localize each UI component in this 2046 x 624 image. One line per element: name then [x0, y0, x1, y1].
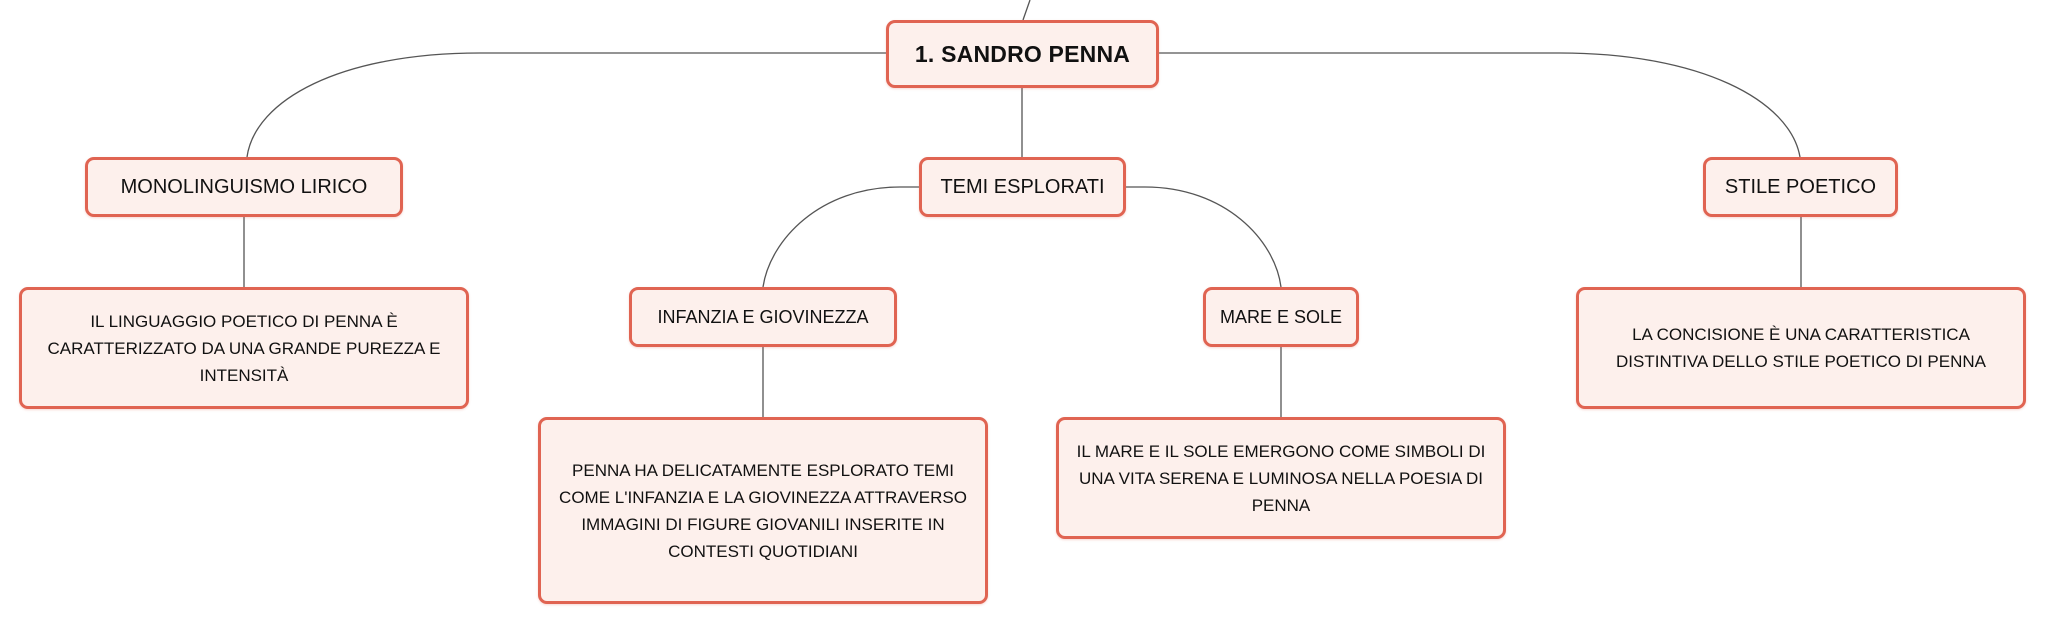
topic-monolinguismo-lirico[interactable]: MONOLINGUISMO LIRICO	[85, 157, 403, 217]
topic-label: STILE POETICO	[1724, 175, 1877, 198]
description-text: IL LINGUAGGIO POETICO DI PENNA È CARATTE…	[47, 311, 441, 385]
connector-root-parent	[1022, 0, 1031, 21]
topic-label: TEMI ESPLORATI	[940, 175, 1105, 198]
description-text: IL MARE E IL SOLE EMERGONO COME SIMBOLI …	[1076, 441, 1486, 515]
topic-stile-poetico[interactable]: STILE POETICO	[1703, 157, 1898, 217]
subtopic-infanzia-e-giovinezza[interactable]: INFANZIA E GIOVINEZZA	[629, 287, 897, 347]
description-monolinguismo[interactable]: IL LINGUAGGIO POETICO DI PENNA È CARATTE…	[19, 287, 469, 409]
connector-temi-to-infanzia	[762, 186, 921, 288]
subtopic-mare-e-sole[interactable]: MARE E SOLE	[1203, 287, 1359, 347]
root-node[interactable]: 1. SANDRO PENNA	[886, 20, 1159, 88]
description-stile-poetico[interactable]: LA CONCISIONE È UNA CARATTERISTICA DISTI…	[1576, 287, 2026, 409]
topic-temi-esplorati[interactable]: TEMI ESPLORATI	[919, 157, 1126, 217]
connector-root-to-monolinguismo	[246, 52, 888, 158]
description-text: PENNA HA DELICATAMENTE ESPLORATO TEMI CO…	[559, 460, 967, 561]
connector-temi-to-mare	[1124, 186, 1282, 288]
subtopic-label: MARE E SOLE	[1219, 306, 1343, 327]
description-infanzia[interactable]: PENNA HA DELICATAMENTE ESPLORATO TEMI CO…	[538, 417, 988, 604]
subtopic-label: INFANZIA E GIOVINEZZA	[657, 306, 869, 327]
root-label: 1. SANDRO PENNA	[914, 40, 1131, 67]
description-mare-e-sole[interactable]: IL MARE E IL SOLE EMERGONO COME SIMBOLI …	[1056, 417, 1506, 539]
connector-root-to-stile	[1157, 52, 1801, 158]
topic-label: MONOLINGUISMO LIRICO	[120, 175, 368, 198]
description-text: LA CONCISIONE È UNA CARATTERISTICA DISTI…	[1616, 325, 1986, 371]
